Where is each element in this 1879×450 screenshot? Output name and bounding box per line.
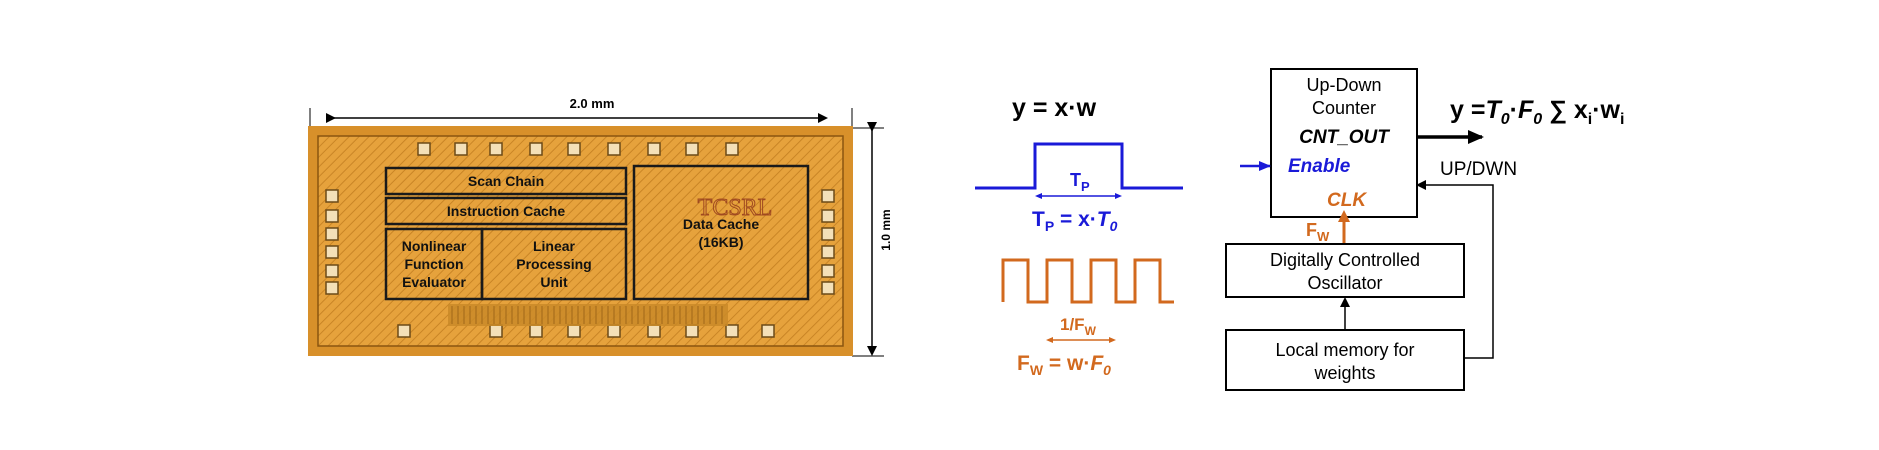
cnt-out-label: CNT_OUT <box>1299 127 1390 148</box>
nonlinear-label-2: Function <box>404 256 463 272</box>
clock-waveform <box>1001 258 1174 304</box>
bond-pad <box>607 142 621 156</box>
bond-pad <box>685 142 699 156</box>
bond-pad <box>325 209 339 223</box>
bond-pad <box>529 324 543 338</box>
bond-pad <box>821 227 835 241</box>
scan-chain-label: Scan Chain <box>468 173 544 189</box>
bond-pad <box>325 189 339 203</box>
product-equation: y = x·w <box>1012 94 1097 122</box>
io-circuitry-lines <box>451 306 723 324</box>
width-label: 2.0 mm <box>570 96 615 111</box>
bond-pad <box>821 209 835 223</box>
nonlinear-label-3: Evaluator <box>402 274 466 290</box>
bond-pad <box>454 142 468 156</box>
linear-label-2: Processing <box>516 256 591 272</box>
memory-label-1: Local memory for <box>1275 340 1414 360</box>
tp-equation: TP = x·T0 <box>1032 208 1118 234</box>
memory-label-2: weights <box>1313 363 1375 383</box>
instruction-cache-block <box>384 196 628 226</box>
dco-label-1: Digitally Controlled <box>1270 250 1420 270</box>
height-label: 1.0 mm <box>879 209 893 250</box>
updown-label: UP/DWN <box>1440 159 1517 180</box>
chip-die: 2.0 mm 1.0 mm TCSRL Scan Chain Instructi… <box>308 96 893 357</box>
bond-pad <box>821 189 835 203</box>
bond-pad <box>567 142 581 156</box>
chip-logo: TCSRL <box>698 195 773 221</box>
bond-pad <box>325 227 339 241</box>
bond-pad <box>821 281 835 295</box>
instruction-cache-label: Instruction Cache <box>447 203 565 219</box>
bond-pad <box>417 142 431 156</box>
bond-pad <box>725 324 739 338</box>
bond-pad <box>567 324 581 338</box>
bond-pad <box>725 142 739 156</box>
enable-label: Enable <box>1288 156 1351 177</box>
counter-diagram: Up-Down Counter CNT_OUT Enable CLK y =T0… <box>1225 68 1624 391</box>
local-memory-box <box>1225 329 1465 391</box>
counter-title-1: Up-Down <box>1306 75 1381 95</box>
bond-pad <box>761 324 775 338</box>
linear-label-3: Unit <box>540 274 568 290</box>
bond-pad <box>647 142 661 156</box>
bond-pad <box>489 324 503 338</box>
data-cache-block <box>632 164 810 301</box>
up-down-counter-box <box>1270 68 1418 218</box>
linear-processing-block <box>480 227 628 301</box>
dco-label-2: Oscillator <box>1307 273 1382 293</box>
pulse-waveform <box>975 142 1183 190</box>
bond-pad <box>489 142 503 156</box>
bond-pad <box>529 142 543 156</box>
bond-pad <box>325 281 339 295</box>
bond-pad <box>647 324 661 338</box>
fw-equation: FW = w·F0 <box>1017 352 1111 378</box>
period-label: 1/FW <box>1060 315 1097 338</box>
bond-pad <box>325 264 339 278</box>
bond-pads <box>325 142 835 338</box>
data-cache-label-1: Data Cache <box>683 216 759 232</box>
dco-box <box>1225 243 1465 298</box>
bond-pad <box>325 245 339 259</box>
nonlinear-label-1: Nonlinear <box>402 238 467 254</box>
scan-chain-block <box>384 166 628 196</box>
tp-label: TP <box>1070 170 1090 194</box>
bond-pad <box>685 324 699 338</box>
fw-label: FW <box>1306 220 1330 244</box>
pulse-encoding: y = x·w TP TP = x·T0 1/FW FW = w·F0 <box>975 94 1183 378</box>
linear-label-1: Linear <box>533 238 576 254</box>
bond-pad <box>821 264 835 278</box>
bond-pad <box>821 245 835 259</box>
data-cache-label-2: (16KB) <box>698 234 743 250</box>
clk-label: CLK <box>1327 190 1367 211</box>
bond-pad <box>397 324 411 338</box>
bond-pad <box>607 324 621 338</box>
counter-title-2: Counter <box>1312 98 1376 118</box>
output-equation: y =T0·F0 ∑ xi·wi <box>1450 96 1624 128</box>
